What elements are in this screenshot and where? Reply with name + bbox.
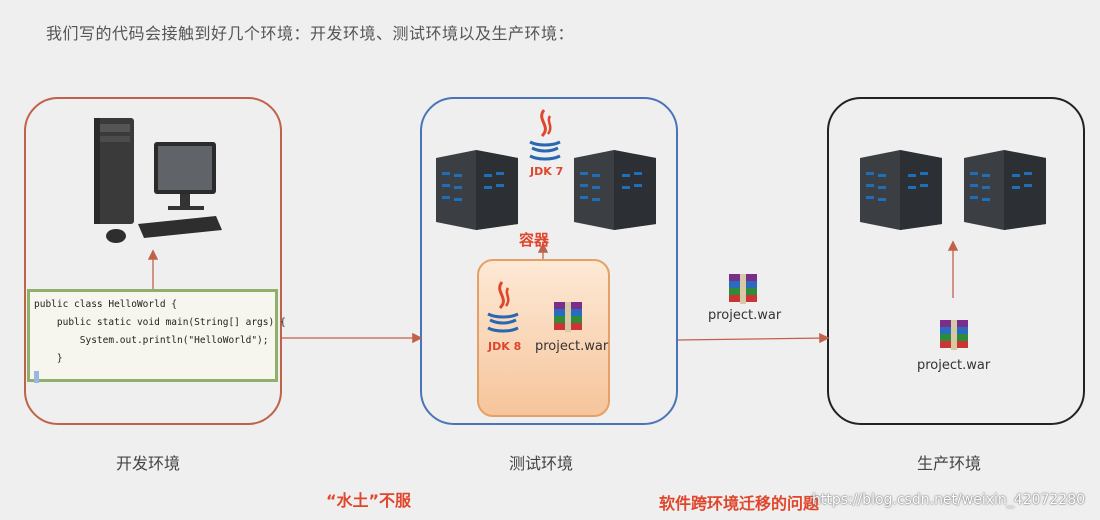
text-cursor — [34, 370, 39, 383]
archive-file-icon — [729, 274, 757, 304]
container-label: 容器 — [519, 231, 550, 249]
archive-file-icon — [554, 302, 582, 332]
code-line: public class HelloWorld { — [34, 299, 177, 310]
archive-file-icon — [940, 320, 968, 350]
dev-environment-caption: 开发环境 — [116, 454, 181, 473]
code-snippet: public class HelloWorld { public static … — [27, 289, 286, 383]
server-rack-icon — [964, 150, 1046, 230]
server-rack-icon — [574, 150, 656, 230]
code-line: } — [34, 353, 63, 364]
footer-left-note: “水土”不服 — [326, 491, 412, 510]
code-line: System.out.println("HelloWorld"); — [34, 335, 269, 346]
test-environment-caption: 测试环境 — [509, 454, 574, 473]
footer-right-note: 软件跨环境迁移的问题 — [659, 494, 820, 513]
transfer-war-label: project.war — [708, 308, 782, 323]
server-rack-icon — [436, 150, 518, 230]
java-logo-icon — [487, 281, 519, 333]
prod-war-label: project.war — [917, 358, 991, 373]
server-rack-icon — [860, 150, 942, 230]
prod-environment-caption: 生产环境 — [917, 454, 982, 473]
desktop-computer-icon — [94, 118, 222, 243]
watermark-text: https://blog.csdn.net/weixin_42072280 — [812, 492, 1086, 508]
page-heading: 我们写的代码会接触到好几个环境：开发环境、测试环境以及生产环境： — [46, 24, 575, 43]
java-logo-icon — [529, 109, 561, 161]
prod-environment-panel — [827, 97, 1085, 425]
jdk-version-top: JDK 7 — [530, 165, 564, 178]
jdk-version-inner: JDK 8 — [488, 340, 522, 353]
war-file-label: project.war — [535, 339, 609, 354]
container-box — [477, 259, 610, 417]
